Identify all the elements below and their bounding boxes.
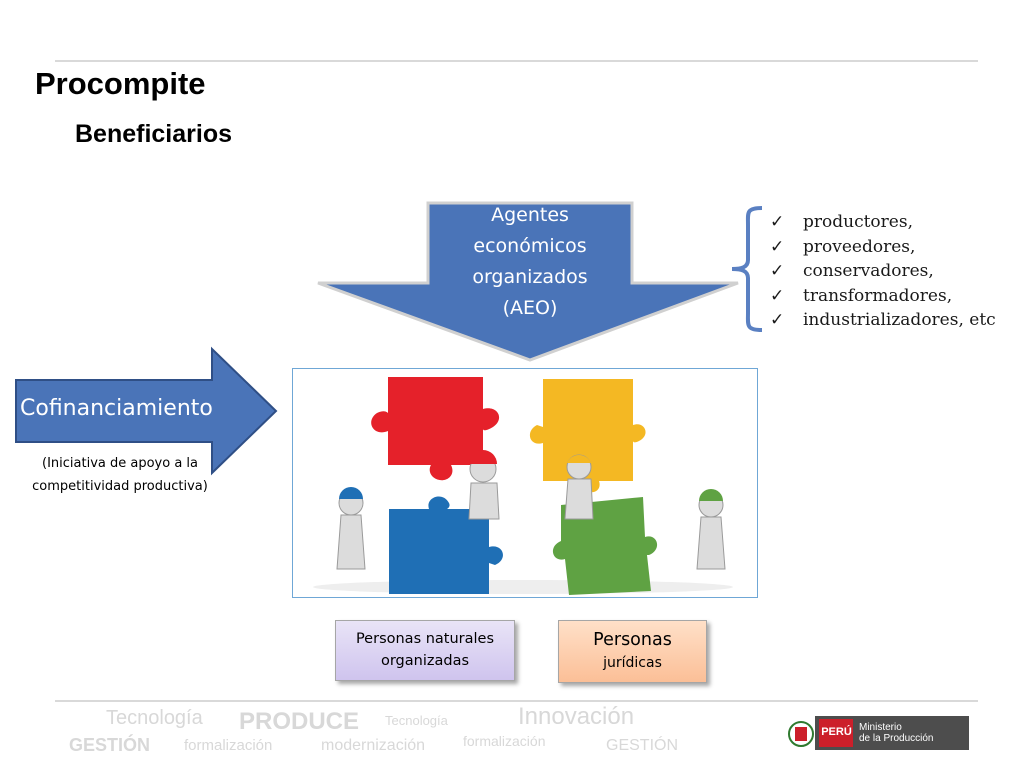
- box-line: jurídicas: [603, 655, 662, 671]
- watermark-word: formalización: [463, 733, 546, 749]
- human-figures: [336, 454, 726, 570]
- box-line: Personas: [593, 630, 672, 650]
- list-item: ✓ conservadores,: [770, 259, 1013, 284]
- personas-juridicas-box: Personas jurídicas: [558, 620, 707, 683]
- note-line: (Iniciativa de apoyo a la: [42, 456, 198, 471]
- page-title: Procompite: [35, 66, 206, 101]
- watermark-word: Innovación: [518, 703, 635, 730]
- watermark-word: GESTIÓN: [606, 737, 679, 754]
- note-line: competitividad productiva): [32, 479, 208, 494]
- puzzle-illustration: [292, 368, 758, 598]
- check-icon: ✓: [770, 236, 785, 257]
- aeo-line: organizados: [472, 266, 588, 288]
- check-icon: ✓: [770, 285, 785, 306]
- green-puzzle-piece: [552, 497, 658, 595]
- personas-naturales-box: Personas naturales organizadas: [335, 620, 515, 681]
- yellow-puzzle-piece: [529, 379, 646, 493]
- page-subtitle: Beneficiarios: [75, 120, 233, 148]
- check-icon: ✓: [770, 310, 785, 330]
- aeo-line: Agentes: [491, 204, 569, 226]
- red-puzzle-piece: [371, 377, 500, 481]
- puzzle-figures-image: [313, 377, 733, 595]
- ministry-logo: PERÚ Ministerio de la Producción: [787, 714, 969, 752]
- watermark-word: GESTIÓN: [69, 735, 151, 755]
- check-icon: ✓: [770, 261, 785, 281]
- aeo-label: Agentes económicos organizados (AEO): [430, 200, 630, 324]
- cofinanciamiento-arrow-shape: [15, 346, 278, 476]
- cofinanciamiento-label: Cofinanciamiento: [20, 396, 213, 421]
- list-item: ✓ industrializadores, etc: [770, 308, 1013, 333]
- role-label: industrializadores, etc: [803, 310, 996, 330]
- box-line: organizadas: [380, 653, 470, 669]
- watermark-word: PRODUCE: [239, 708, 360, 735]
- watermark-word: Tecnología: [385, 713, 448, 728]
- role-label: proveedores,: [803, 236, 916, 257]
- role-label: productores,: [803, 212, 913, 232]
- logo-country: PERÚ: [821, 726, 852, 738]
- bottom-rule: [55, 700, 978, 702]
- blue-puzzle-piece: [389, 496, 503, 594]
- aeo-line: económicos: [473, 235, 587, 257]
- aeo-line: (AEO): [502, 297, 558, 319]
- box-line: Personas naturales: [355, 631, 495, 647]
- list-item: ✓ proveedores,: [770, 235, 1013, 260]
- logo-ministry-line: Ministerio: [859, 722, 902, 733]
- role-label: transformadores,: [803, 285, 953, 306]
- watermark-word: formalización: [184, 737, 273, 754]
- list-item: ✓ productores,: [770, 210, 1013, 235]
- watermark-word: modernización: [321, 737, 426, 754]
- logo-ministry-line: de la Producción: [859, 733, 934, 744]
- roles-list: ✓ productores, ✓ proveedores, ✓ conservador…: [770, 210, 1013, 333]
- aeo-arrow-shape: [317, 201, 739, 362]
- peru-coat-of-arms-icon: [788, 716, 969, 750]
- role-label: conservadores,: [803, 261, 934, 281]
- curly-bracket-icon: [731, 206, 763, 332]
- top-rule: [55, 60, 978, 62]
- watermark-word: Tecnología: [106, 707, 203, 729]
- check-icon: ✓: [770, 212, 785, 232]
- cofinanciamiento-note: (Iniciativa de apoyo a la competitividad…: [20, 452, 220, 498]
- cofinanciamiento-arrow: [15, 346, 278, 476]
- list-item: ✓ transformadores,: [770, 284, 1013, 309]
